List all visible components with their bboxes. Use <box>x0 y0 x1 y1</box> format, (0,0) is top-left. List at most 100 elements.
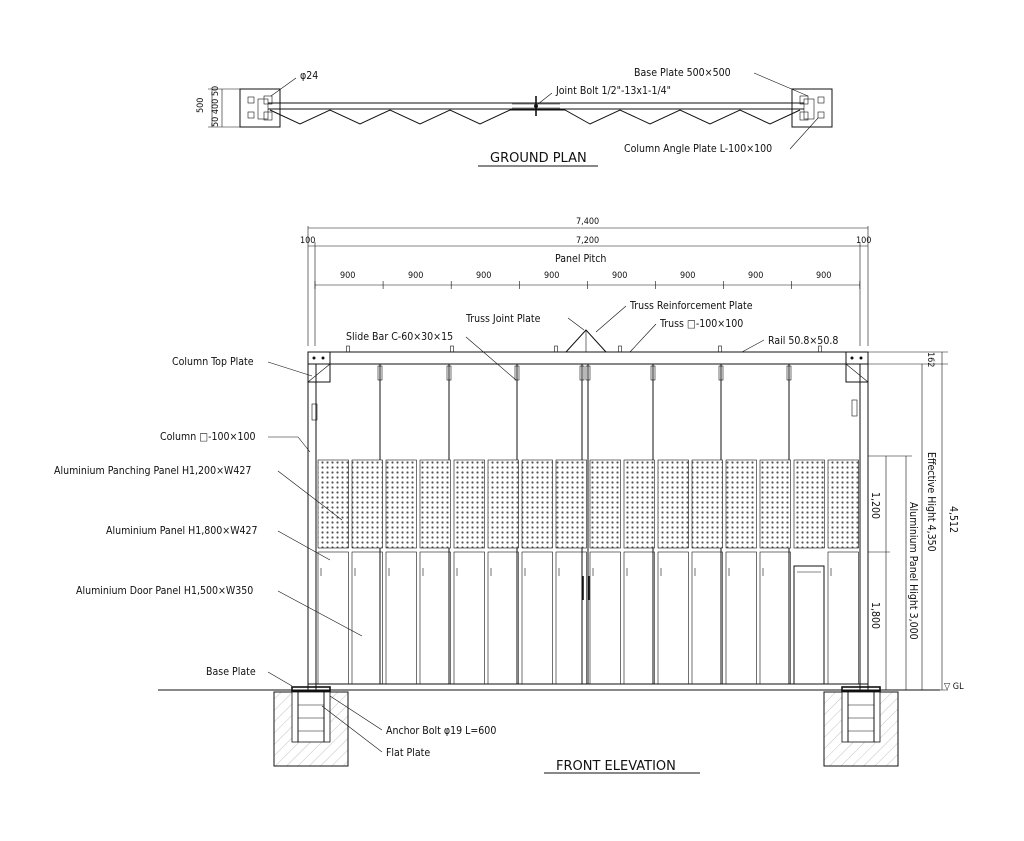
front-elevation: 7,400 7,200 100 100 Panel Pitch 900 900 … <box>54 217 964 774</box>
pitch-value: 900 <box>544 271 559 281</box>
label-truss: Truss □-100×100 <box>659 318 743 330</box>
punching-panels <box>317 459 859 549</box>
rail-stud <box>346 345 350 353</box>
slide-bar-cap <box>446 365 452 381</box>
punching-panel <box>827 459 859 549</box>
aluminium-panel <box>589 551 621 685</box>
punching-panel <box>793 459 825 549</box>
dim-left-offset: 100 <box>300 236 315 246</box>
aluminium-panel <box>487 551 519 685</box>
punching-panel <box>589 459 621 549</box>
punching-panel <box>419 459 451 549</box>
slide-bar-cap <box>718 365 724 381</box>
label-truss-reinforcement-plate: Truss Reinforcement Plate <box>629 300 753 312</box>
panel-pitch-values: 900 900 900 900 900 900 900 900 <box>340 271 831 281</box>
label-flat-plate: Flat Plate <box>386 747 430 759</box>
pitch-value: 900 <box>748 271 763 281</box>
aluminium-panel <box>521 551 553 685</box>
gp-base-plate-label: Base Plate 500×500 <box>634 67 731 79</box>
pitch-value: 900 <box>408 271 423 281</box>
left-base-plate-elev <box>291 686 331 692</box>
aluminium-panel <box>725 551 757 685</box>
slide-bar-cap <box>579 365 585 381</box>
ground-plan: 500 50 400 50 φ24 Joint Bolt 1/2"-13x1-1… <box>196 67 833 167</box>
aluminium-panel <box>453 551 485 685</box>
label-base-plate: Base Plate <box>206 666 256 678</box>
punching-panel <box>623 459 655 549</box>
aluminium-panel <box>317 551 349 685</box>
panel-pitch-label: Panel Pitch <box>555 253 606 265</box>
aluminium-panel <box>827 551 859 685</box>
dim-top-162: 162 <box>925 352 935 367</box>
zigzag-panels <box>269 109 801 125</box>
punching-panel <box>487 459 519 549</box>
label-truss-joint-plate: Truss Joint Plate <box>465 313 541 325</box>
punching-panel <box>691 459 723 549</box>
front-elevation-title: FRONT ELEVATION <box>556 759 676 774</box>
dim-upper-1200: 1,200 <box>869 492 881 519</box>
gp-column-angle-plate-label: Column Angle Plate L-100×100 <box>624 143 772 155</box>
label-punching-panel: Aluminium Panching Panel H1,200×W427 <box>54 465 251 477</box>
label-aluminium-panel: Aluminium Panel H1,800×W427 <box>106 525 258 537</box>
dim-effective-height: Effective Hight 4,350 <box>925 452 937 552</box>
slide-bar-cap <box>650 365 656 381</box>
label-slide-bar: Slide Bar C-60×30×15 <box>346 331 453 343</box>
slide-bar-cap <box>786 365 792 381</box>
aluminium-panel <box>351 551 383 685</box>
pitch-value: 900 <box>476 271 491 281</box>
right-base-plate-elev <box>841 686 881 692</box>
pitch-value: 900 <box>340 271 355 281</box>
punching-panel <box>385 459 417 549</box>
right-column <box>859 363 869 691</box>
rail-stud <box>554 345 558 353</box>
label-rail: Rail 50.8×50.8 <box>768 335 838 347</box>
gp-joint-bolt-label: Joint Bolt 1/2"-13x1-1/4" <box>555 85 671 97</box>
punching-panel <box>317 459 349 549</box>
right-base-plate <box>791 88 833 128</box>
dim-inner-width: 7,200 <box>576 236 599 246</box>
punching-panel <box>657 459 689 549</box>
slide-bar-cap <box>377 365 383 381</box>
dim-right-offset: 100 <box>856 236 871 246</box>
rail-stud <box>450 345 454 353</box>
left-base-plate <box>239 88 281 128</box>
aluminium-panel <box>657 551 689 685</box>
aluminium-panel <box>385 551 417 685</box>
ground-plan-title: GROUND PLAN <box>490 151 587 166</box>
label-door-panel: Aluminium Door Panel H1,500×W350 <box>76 585 253 597</box>
punching-panel <box>351 459 383 549</box>
punching-panel <box>725 459 757 549</box>
aluminium-panel <box>419 551 451 685</box>
aluminium-panel <box>759 551 791 685</box>
slide-bar-cap <box>585 365 591 381</box>
rail-stud <box>618 345 622 353</box>
dim-panel-height: Aluminium Panel Hight 3,000 <box>907 502 919 640</box>
slide-bar-cap <box>514 365 520 381</box>
rail-stud <box>718 345 722 353</box>
gl-marker: ▽ GL <box>944 682 964 692</box>
aluminium-panel <box>691 551 723 685</box>
gp-dim-50-400-50: 50 400 50 <box>211 86 221 127</box>
gp-dim-500: 500 <box>196 98 206 113</box>
label-column: Column □-100×100 <box>160 431 255 443</box>
aluminium-panel <box>623 551 655 685</box>
panel-pitch-ticks <box>314 281 861 289</box>
rail-studs <box>346 345 822 353</box>
pitch-value: 900 <box>680 271 695 281</box>
punching-panel <box>759 459 791 549</box>
dim-total-4512: 4,512 <box>947 506 959 533</box>
label-column-top-plate: Column Top Plate <box>172 356 254 368</box>
dim-lower-1800: 1,800 <box>869 602 881 629</box>
punching-panel <box>453 459 485 549</box>
gp-hole-dia-label: φ24 <box>300 70 318 82</box>
pitch-value: 900 <box>612 271 627 281</box>
label-anchor-bolt: Anchor Bolt φ19 L=600 <box>386 725 496 737</box>
door-panel <box>793 565 825 685</box>
punching-panel <box>521 459 553 549</box>
dim-overall-width: 7,400 <box>576 217 599 227</box>
truss <box>307 351 869 365</box>
pitch-value: 900 <box>816 271 831 281</box>
rail-stud <box>818 345 822 353</box>
punching-panel <box>555 459 587 549</box>
